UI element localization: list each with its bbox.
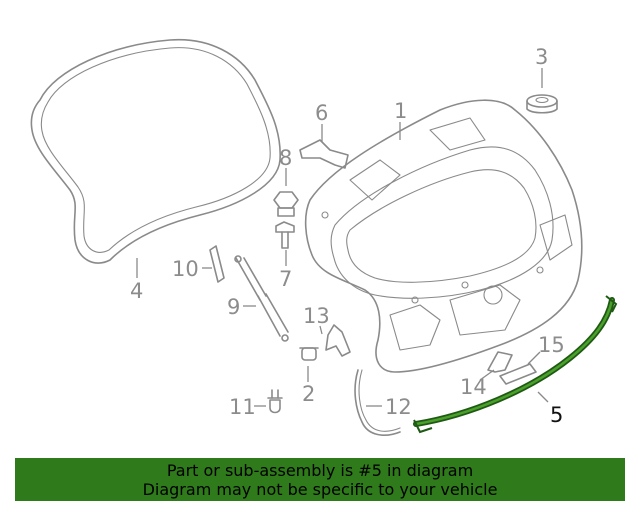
info-banner: Part or sub-assembly is #5 in diagram Di… [15, 458, 625, 501]
callout-9: 9 [227, 295, 240, 319]
leader-lines [136, 68, 549, 407]
callout-14: 14 [460, 375, 487, 399]
callout-7: 7 [279, 267, 292, 291]
part-7-bolt [275, 221, 295, 249]
callout-5: 5 [550, 403, 563, 427]
callout-15: 15 [538, 333, 565, 357]
part-1-liftgate [304, 99, 583, 373]
callout-8: 8 [279, 146, 292, 170]
callout-10: 10 [172, 257, 199, 281]
part-13-latch [325, 324, 351, 357]
part-6-bracket [299, 139, 349, 169]
part-4-weatherstrip [30, 38, 281, 264]
part-12-cable [354, 369, 401, 436]
part-15-clip [499, 363, 537, 385]
callout-6: 6 [315, 101, 328, 125]
banner-line-2: Diagram may not be specific to your vehi… [142, 480, 498, 499]
part-3-grommet [526, 94, 558, 114]
part-9-gas-strut [234, 255, 289, 342]
part-8-nut [273, 191, 299, 217]
callout-11: 11 [229, 395, 256, 419]
callout-4: 4 [130, 279, 143, 303]
part-2-bumper [299, 347, 319, 361]
part-5-molding [413, 295, 618, 434]
callout-2: 2 [302, 382, 315, 406]
callout-1: 1 [394, 99, 407, 123]
part-11-pin [267, 389, 283, 414]
banner-line-1: Part or sub-assembly is #5 in diagram [166, 461, 474, 480]
callout-13: 13 [303, 304, 330, 328]
callout-3: 3 [535, 45, 548, 69]
part-10-bracket [209, 245, 225, 283]
part-14-clip [487, 351, 513, 373]
callout-12: 12 [385, 395, 412, 419]
